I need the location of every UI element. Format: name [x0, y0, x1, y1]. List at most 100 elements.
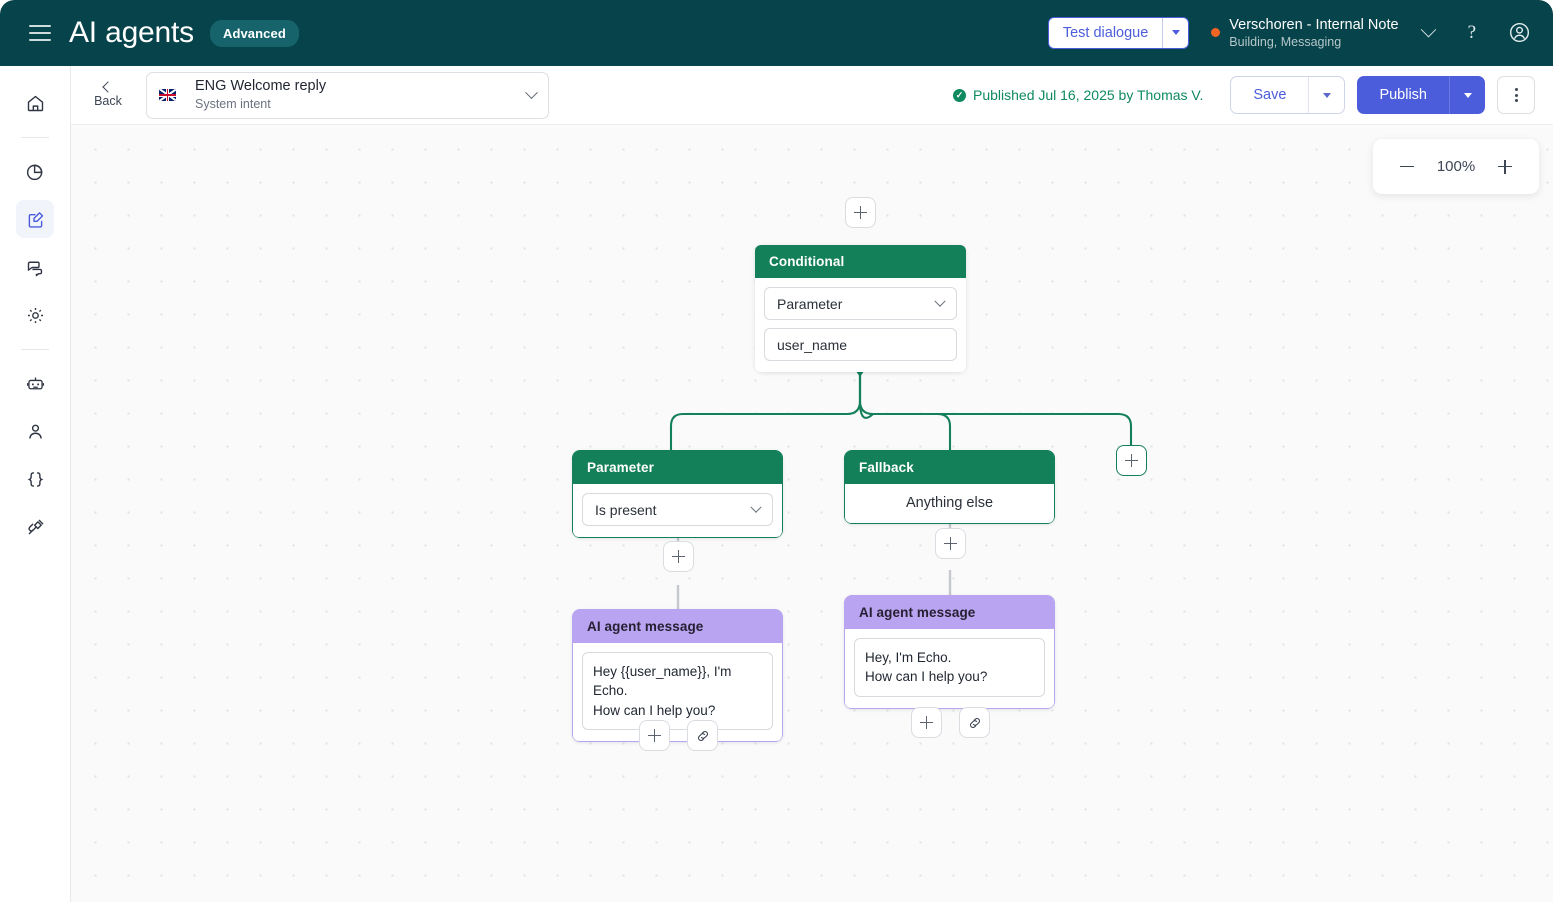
sidebar-item-builder[interactable] — [16, 200, 54, 238]
link-node-button-message-left[interactable] — [687, 720, 718, 751]
home-icon — [27, 95, 43, 111]
chevron-down-icon — [750, 501, 762, 513]
pie-chart-icon — [26, 164, 42, 180]
node-parameter-body: Is present — [573, 484, 782, 537]
plus-icon — [854, 206, 867, 219]
page-title: AI agents — [69, 16, 194, 49]
chevron-down-icon — [525, 85, 538, 99]
node-conditional-header: Conditional — [755, 245, 966, 278]
node-message-right-header: AI agent message — [845, 596, 1054, 629]
node-fallback-header: Fallback — [845, 451, 1054, 484]
bot-selector[interactable]: Verschoren - Internal Note Building, Mes… — [1211, 16, 1399, 51]
plug-icon — [27, 519, 43, 534]
publish-dropdown[interactable] — [1449, 76, 1485, 114]
sidebar-item-users[interactable] — [16, 412, 54, 450]
add-node-button-parameter[interactable] — [663, 541, 694, 572]
parameter-condition-select[interactable]: Is present — [582, 493, 773, 526]
chevron-left-icon — [102, 80, 114, 93]
chat-bubbles-icon — [27, 261, 42, 276]
message-left-text[interactable]: Hey {{user_name}}, I'm Echo. How can I h… — [582, 652, 773, 730]
person-icon — [28, 424, 42, 439]
sub-toolbar: Back ENG Welcome reply System intent ✓ P… — [71, 66, 1553, 125]
sidebar-item-settings[interactable] — [16, 296, 54, 334]
test-dialogue-button[interactable]: Test dialogue — [1047, 16, 1190, 49]
sidebar-item-conversations[interactable] — [16, 248, 54, 286]
intent-type: System intent — [195, 97, 271, 112]
bot-status: Building, Messaging — [1229, 35, 1342, 50]
link-icon — [969, 717, 980, 728]
conditional-type-value: Parameter — [777, 295, 843, 312]
test-dialogue-label[interactable]: Test dialogue — [1062, 24, 1149, 41]
node-conditional-body: Parameter user_name — [755, 278, 966, 372]
node-fallback-body: Anything else — [845, 484, 1054, 523]
node-fallback-branch[interactable]: Fallback Anything else — [844, 450, 1055, 524]
node-parameter-header: Parameter — [573, 451, 782, 484]
add-node-button-message-left[interactable] — [639, 720, 670, 751]
sidebar-item-bot[interactable] — [16, 364, 54, 402]
publish-button[interactable]: Publish — [1357, 76, 1485, 114]
link-node-button-message-right[interactable] — [959, 707, 990, 738]
hamburger-icon[interactable] — [29, 25, 51, 41]
gear-icon — [27, 307, 43, 323]
conditional-type-select[interactable]: Parameter — [764, 287, 957, 320]
check-icon: ✓ — [952, 88, 966, 102]
toolbar-actions: ✓ Published Jul 16, 2025 by Thomas V. Sa… — [952, 76, 1553, 114]
chevron-down-icon[interactable] — [1420, 22, 1436, 38]
zoom-level: 100% — [1436, 158, 1476, 175]
link-icon — [697, 730, 708, 741]
intent-name: ENG Welcome reply — [195, 78, 327, 95]
avatar[interactable] — [1508, 21, 1531, 44]
node-message-right[interactable]: AI agent message Hey, I'm Echo. How can … — [844, 595, 1055, 709]
status-dot-icon — [1211, 28, 1221, 38]
divider — [21, 349, 49, 350]
add-node-button-message-right[interactable] — [911, 707, 942, 738]
top-header: AI agents Advanced Test dialogue Verscho… — [0, 0, 1553, 66]
publish-label[interactable]: Publish — [1379, 87, 1427, 103]
plus-icon — [920, 716, 933, 729]
header-actions: Test dialogue Verschoren - Internal Note… — [1047, 16, 1553, 51]
node-message-left-body: Hey {{user_name}}, I'm Echo. How can I h… — [573, 643, 782, 741]
save-button[interactable]: Save — [1230, 76, 1346, 114]
add-node-button-top[interactable] — [845, 197, 876, 228]
intent-selector[interactable]: ENG Welcome reply System intent — [146, 71, 549, 119]
uk-flag-icon — [159, 89, 176, 101]
save-dropdown[interactable] — [1308, 77, 1344, 113]
bot-name: Verschoren - Internal Note — [1229, 16, 1399, 33]
back-label: Back — [94, 93, 122, 108]
more-options-button[interactable] — [1497, 76, 1535, 114]
zoom-out-button[interactable] — [1400, 165, 1414, 168]
message-right-text[interactable]: Hey, I'm Echo. How can I help you? — [854, 638, 1045, 697]
left-sidebar — [0, 66, 71, 902]
sidebar-item-analytics[interactable] — [16, 152, 54, 190]
node-parameter-branch[interactable]: Parameter Is present — [572, 450, 783, 538]
publish-status: ✓ Published Jul 16, 2025 by Thomas V. — [952, 87, 1203, 103]
add-node-button-fallback[interactable] — [935, 528, 966, 559]
sidebar-item-variables[interactable] — [16, 460, 54, 498]
node-message-right-body: Hey, I'm Echo. How can I help you? — [845, 629, 1054, 708]
save-label[interactable]: Save — [1253, 87, 1287, 103]
parameter-condition-value: Is present — [595, 501, 657, 518]
add-branch-button[interactable] — [1116, 445, 1147, 476]
sidebar-item-home[interactable] — [16, 84, 54, 122]
plus-icon — [648, 729, 661, 742]
back-button[interactable]: Back — [84, 80, 132, 108]
status-badge: Advanced — [209, 19, 299, 47]
chevron-down-icon — [1171, 30, 1180, 36]
plus-icon — [944, 537, 957, 550]
chevron-down-icon — [1322, 92, 1331, 98]
help-icon[interactable]: ? — [1467, 21, 1476, 43]
conditional-parameter-input[interactable]: user_name — [764, 328, 957, 361]
node-conditional[interactable]: Conditional Parameter user_name — [755, 245, 966, 372]
chevron-down-icon — [934, 295, 946, 307]
node-message-left[interactable]: AI agent message Hey {{user_name}}, I'm … — [572, 609, 783, 742]
sidebar-item-integrations[interactable] — [16, 508, 54, 546]
flow-canvas[interactable]: Conditional Parameter user_name Paramete… — [71, 125, 1553, 902]
divider — [21, 137, 49, 138]
zoom-in-button[interactable] — [1498, 159, 1512, 174]
conditional-parameter-value: user_name — [777, 336, 848, 353]
flow-edges — [666, 369, 1133, 708]
plus-icon — [1125, 454, 1138, 467]
test-dialogue-dropdown[interactable] — [1162, 17, 1188, 48]
chevron-down-icon — [1463, 92, 1472, 98]
